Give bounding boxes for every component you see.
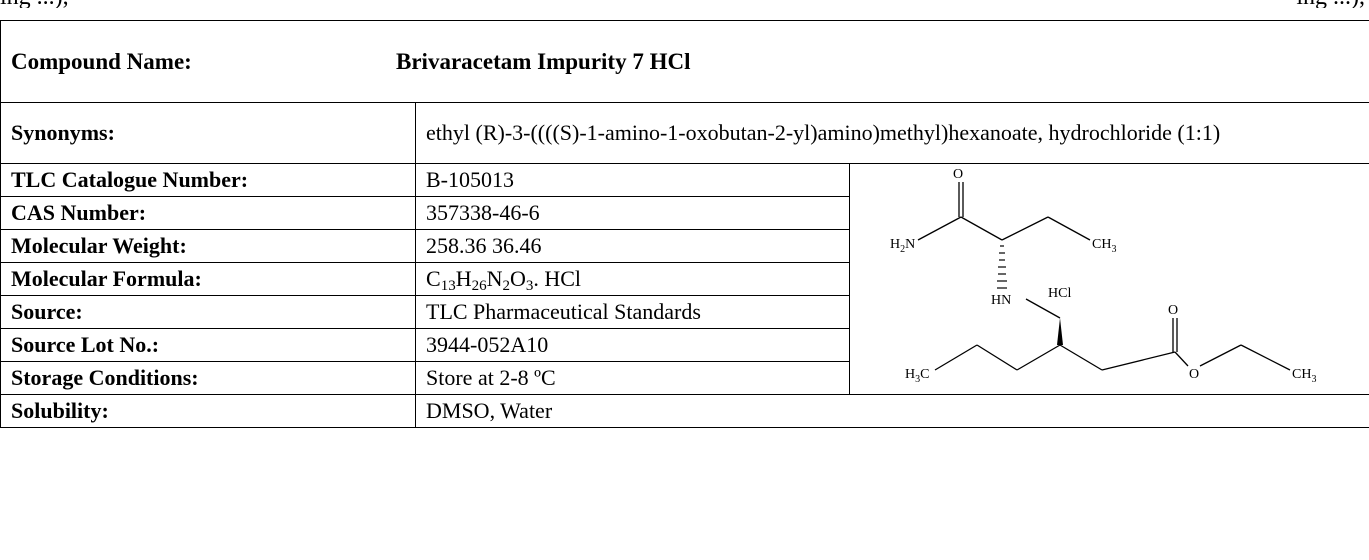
synonyms-row: Synonyms: ethyl (R)-3-((((S)-1-amino-1-o… xyxy=(0,102,1369,164)
atom-label: HN xyxy=(991,293,1011,308)
chemical-structure-image: O H2N CH3 HN HCl O H3C O CH3 xyxy=(890,167,1316,385)
compound-name-label: Compound Name: xyxy=(11,48,192,74)
atom-label: CH3 xyxy=(1292,367,1316,385)
table-row: TLC Catalogue Number: B-105013 xyxy=(0,163,1369,395)
catalogue-number-value: B-105013 xyxy=(415,163,850,197)
page-top-fragment: ing ...), ing ...), xyxy=(0,0,1369,8)
molecular-weight-label: Molecular Weight: xyxy=(0,229,416,263)
storage-conditions-value: Store at 2-8 ºC xyxy=(415,361,850,395)
storage-conditions-label: Storage Conditions: xyxy=(0,361,416,395)
molecular-formula-value: C13H26N2O3. HCl xyxy=(415,262,850,296)
atom-label: H2N xyxy=(890,237,915,255)
atom-label: HCl xyxy=(1048,286,1071,301)
catalogue-number-label: TLC Catalogue Number: xyxy=(0,163,416,197)
atom-label: CH3 xyxy=(1092,237,1116,255)
synonyms-label: Synonyms: xyxy=(0,102,416,164)
solubility-label: Solubility: xyxy=(0,394,416,428)
top-fragment-left: ing ...), xyxy=(0,0,69,8)
atom-label: H3C xyxy=(905,367,929,385)
compound-name-value: Brivaracetam Impurity 7 HCl xyxy=(396,48,691,74)
solubility-value: DMSO, Water xyxy=(414,394,1369,428)
molecular-formula-label: Molecular Formula: xyxy=(0,262,416,296)
table-row: Molecular Weight: 258.36 36.46 xyxy=(0,229,1369,263)
compound-name-row: Compound Name: Brivaracetam Impurity 7 H… xyxy=(0,20,1369,103)
cas-number-value: 357338-46-6 xyxy=(415,196,850,230)
source-lot-label: Source Lot No.: xyxy=(0,328,416,362)
atom-label: O xyxy=(1168,303,1178,318)
source-lot-value: 3944-052A10 xyxy=(415,328,850,362)
synonyms-value: ethyl (R)-3-((((S)-1-amino-1-oxobutan-2-… xyxy=(414,102,1369,164)
solubility-row: Solubility: DMSO, Water xyxy=(0,394,1369,428)
table-row: CAS Number: 357338-46-6 xyxy=(0,196,1369,230)
cas-number-label: CAS Number: xyxy=(0,196,416,230)
table-row: Source: TLC Pharmaceutical Standards xyxy=(0,295,1369,329)
molecular-weight-value: 258.36 36.46 xyxy=(415,229,850,263)
compound-name-cell: Compound Name: Brivaracetam Impurity 7 H… xyxy=(0,20,1369,103)
top-fragment-right: ing ...), xyxy=(1296,0,1365,8)
source-value: TLC Pharmaceutical Standards xyxy=(415,295,850,329)
atom-label: O xyxy=(953,167,963,182)
atom-label: O xyxy=(1189,367,1199,382)
specification-table: Compound Name: Brivaracetam Impurity 7 H… xyxy=(0,20,1369,428)
table-row: Molecular Formula: C13H26N2O3. HCl xyxy=(0,262,1369,296)
source-label: Source: xyxy=(0,295,416,329)
table-row: Source Lot No.: 3944-052A10 xyxy=(0,328,1369,362)
structure-cell: O H2N CH3 HN HCl O H3C O CH3 xyxy=(848,163,1369,395)
